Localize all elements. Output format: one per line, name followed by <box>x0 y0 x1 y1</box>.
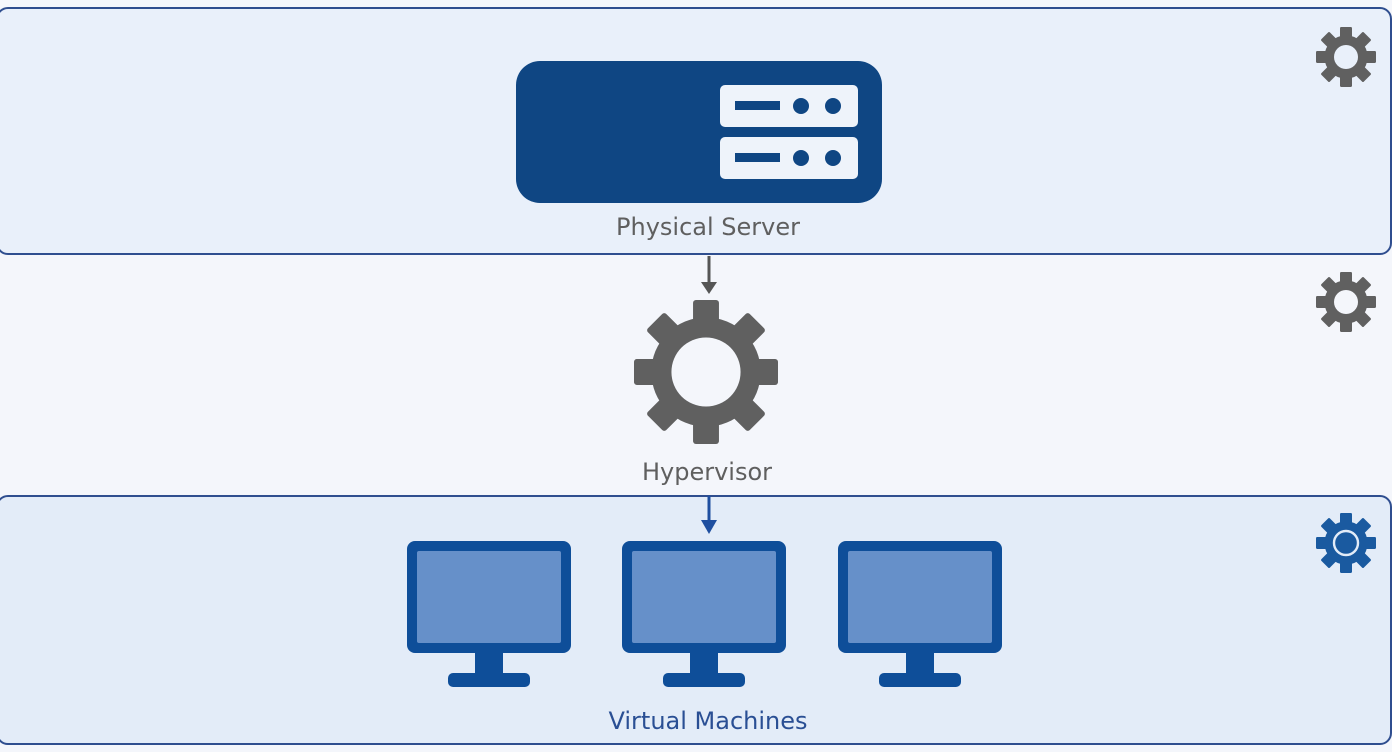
hypervisor-label: Hypervisor <box>641 458 773 486</box>
physical-server-label: Physical Server <box>616 213 800 241</box>
gear-icon <box>1316 513 1376 573</box>
gear-icon <box>1316 272 1376 332</box>
virtual-machine-monitor-icon <box>622 541 786 687</box>
virtual-machine-monitor-icon <box>838 541 1002 687</box>
hypervisor-gear-icon <box>634 300 778 444</box>
virtual-machines-label: Virtual Machines <box>608 707 808 735</box>
server-icon <box>516 61 882 203</box>
arrow-down-icon <box>701 256 717 294</box>
gear-icon <box>1316 27 1376 87</box>
arrow-down-icon <box>701 496 717 534</box>
virtual-machine-monitor-icon <box>407 541 571 687</box>
virtual-machines-layer <box>0 495 1392 745</box>
